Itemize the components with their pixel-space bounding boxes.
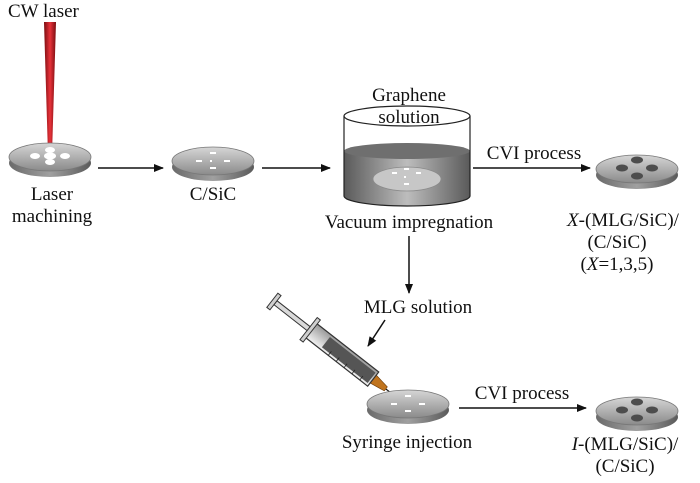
arrow-mlg — [367, 319, 386, 347]
graphene-label-2: solution — [378, 107, 440, 128]
laser-machined-disk — [8, 142, 92, 177]
graphene-beaker — [343, 105, 471, 207]
cvi-top-label: CVI process — [487, 143, 581, 164]
csic-disk — [171, 146, 255, 181]
x-product-disk — [595, 154, 679, 189]
cvi-bottom-label: CVI process — [475, 383, 569, 404]
laser-machining-label-1: Laser — [31, 184, 74, 205]
syringe-injection-label: Syringe injection — [342, 432, 473, 453]
i-product-label-1: I-(MLG/SiC)/ — [571, 434, 679, 455]
laser-beam — [44, 22, 56, 155]
x-product-label-2: (C/SiC) — [587, 232, 646, 253]
i-product-disk — [595, 396, 679, 431]
cw-laser-label: CW laser — [8, 1, 80, 22]
vacuum-impregnation-label: Vacuum impregnation — [325, 212, 494, 233]
syringe — [266, 292, 399, 400]
csic-label: C/SiC — [190, 184, 236, 205]
mlg-solution-label: MLG solution — [364, 297, 473, 318]
laser-machining-label-2: machining — [12, 206, 93, 227]
i-product-label-2: (C/SiC) — [595, 456, 654, 477]
x-product-label-3: (X=1,3,5) — [581, 254, 654, 275]
x-product-label-1: X-(MLG/SiC)/ — [566, 210, 680, 231]
graphene-label-1: Graphene — [372, 85, 446, 106]
syringe-injection-disk — [366, 389, 450, 424]
